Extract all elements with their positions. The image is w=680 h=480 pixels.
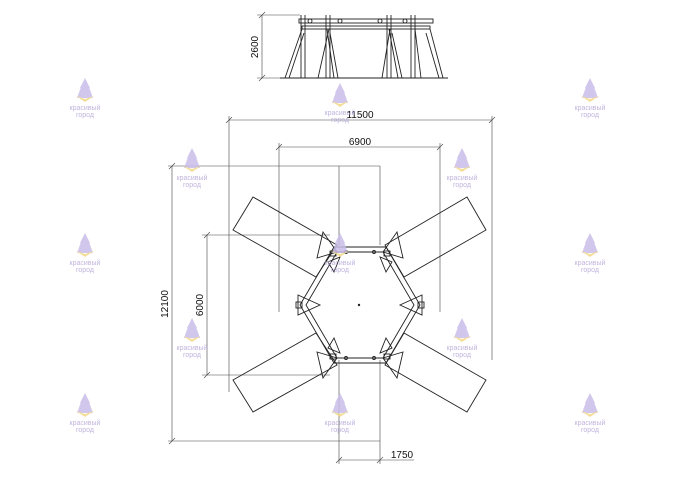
city-icon: [453, 148, 471, 172]
watermark-text-line1: красивый: [447, 344, 478, 352]
watermark-text-line1: красивый: [575, 104, 606, 112]
watermark-text-line1: красивый: [575, 419, 606, 427]
plan-dimensions: 11500 6900 12100 6000 1750: [160, 110, 496, 464]
watermark-text-line2: город: [183, 352, 201, 359]
plan-view: [232, 196, 487, 413]
watermark-text-line1: красивый: [177, 174, 208, 182]
watermark-text-line2: город: [76, 267, 94, 274]
city-icon: [76, 78, 94, 102]
dim-height-label: 2600: [250, 35, 261, 58]
watermark-text-line1: красивый: [70, 259, 101, 267]
dim-inner-width-label: 6900: [349, 137, 372, 148]
panel-top-right: [384, 196, 487, 278]
watermark-text-line2: город: [76, 427, 94, 434]
dim-inner-depth-label: 6000: [195, 293, 206, 316]
watermark-text-line1: красивый: [325, 259, 356, 267]
city-icon: [76, 393, 94, 417]
watermark-text-line1: красивый: [447, 174, 478, 182]
dim-overall-width-label: 11500: [346, 110, 374, 121]
center-mark: [357, 303, 361, 307]
watermark-text-line2: город: [331, 117, 349, 124]
city-icon: [331, 393, 349, 417]
city-icon: [76, 233, 94, 257]
city-icon: [331, 233, 349, 257]
dim-overall-depth-label: 12100: [160, 290, 171, 318]
dim-platform-depth-label: 1750: [391, 450, 414, 461]
city-icon: [183, 318, 201, 342]
city-icon: [581, 233, 599, 257]
watermark-text-line2: город: [453, 182, 471, 189]
watermark-text-line2: город: [331, 427, 349, 434]
city-icon: [183, 148, 201, 172]
watermark-text-line2: город: [581, 267, 599, 274]
side-elevation: 2600: [250, 11, 448, 82]
city-icon: [581, 393, 599, 417]
watermark-text-line1: красивый: [325, 109, 356, 117]
watermark-text-line1: красивый: [70, 104, 101, 112]
watermark-text-line2: город: [331, 267, 349, 274]
city-icon: [453, 318, 471, 342]
city-icon: [581, 78, 599, 102]
watermark-text-line1: красивый: [325, 419, 356, 427]
watermark-text-line2: город: [183, 182, 201, 189]
watermark-text-line1: красивый: [575, 259, 606, 267]
watermark-text-line2: город: [581, 427, 599, 434]
watermark-text-line1: красивый: [70, 419, 101, 427]
watermark-text-line2: город: [453, 352, 471, 359]
watermark-text-line2: город: [76, 112, 94, 119]
watermark-text-line1: красивый: [177, 344, 208, 352]
watermark-text-line2: город: [581, 112, 599, 119]
city-icon: [331, 83, 349, 107]
